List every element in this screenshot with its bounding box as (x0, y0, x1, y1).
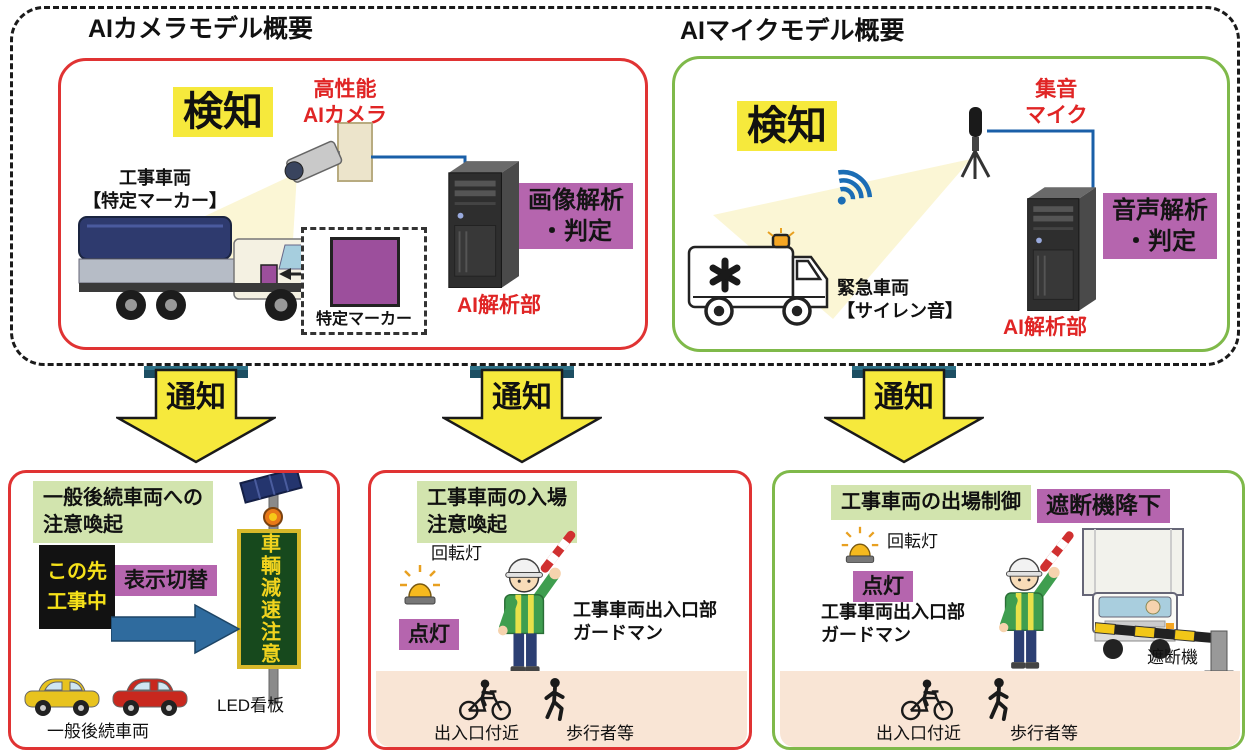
exit-pedestrian-strip: 出入口付近 歩行者等 (780, 671, 1240, 747)
detection-dashed-container (10, 6, 1240, 366)
switch-arrow-icon (111, 603, 241, 655)
exit-lit-badge: 点灯 (853, 571, 913, 603)
camera-panel-illustration (78, 122, 519, 321)
marker-dashed-box: 特定マーカー (301, 227, 427, 335)
notify-label: 通知 (874, 381, 934, 414)
sound-mic-label: 集音 マイク (1025, 78, 1088, 128)
exit-pedestrians-label: 歩行者等 (1010, 724, 1078, 743)
notify-label: 通知 (492, 381, 552, 414)
image-server-icon (447, 161, 519, 288)
mic-ai-unit-label: AI解析部 (1003, 316, 1087, 339)
camera-detect-highlight: 検知 (173, 87, 273, 137)
marker-pointer-arrow (279, 268, 301, 280)
ambulance-icon (687, 228, 829, 326)
notify-arrow-1: 通知 (116, 366, 276, 465)
display-switch-badge: 表示切替 (115, 565, 217, 597)
entry-panel-title: 工事車両の入場 注意喚起 (417, 481, 577, 543)
emergency-vehicle-label: 緊急車両 【サイレン音】 (837, 278, 963, 321)
mic-panel-illustration (687, 107, 1096, 326)
following-cars-icon (24, 678, 188, 716)
entry-area-label: 出入口付近 (434, 724, 519, 743)
entry-guard-label: 工事車両出入口部 ガードマン (573, 600, 717, 643)
beacon-icon (839, 525, 881, 567)
pedestrian-icon (538, 677, 572, 721)
bicycle-icon (898, 679, 956, 721)
audio-server-icon (1026, 187, 1096, 311)
notify-arrow-icon (442, 366, 602, 464)
exit-area-label: 出入口付近 (876, 724, 961, 743)
exit-panel-title: 工事車両の出場制御 (831, 485, 1031, 520)
entry-lit-badge: 点灯 (399, 619, 459, 651)
exit-guard-label: 工事車両出入口部 ガードマン (821, 602, 965, 645)
rear-warning-panel: 一般後続車両への 注意喚起 車輌減速注意 この先 工事中 表示切替 (8, 470, 340, 750)
guard-icon (469, 527, 585, 677)
exit-control-panel: 工事車両の出場制御 遮断機降下 回転灯 点灯 工事車両出入口部 ガードマン (772, 470, 1245, 750)
entry-beacon-label: 回転灯 (431, 544, 482, 563)
following-cars-caption: 一般後続車両 (47, 722, 149, 741)
notify-arrow-3: 通知 (824, 366, 984, 465)
ai-camera-icon (284, 122, 373, 183)
construction-vehicle-label: 工事車両 【特定マーカー】 (83, 168, 227, 211)
beacon-icon (397, 563, 443, 609)
camera-label: 高性能 AIカメラ (303, 78, 387, 128)
camera-ai-unit-label: AI解析部 (457, 294, 541, 317)
microphone-icon (960, 107, 991, 179)
audio-analysis-badge: 音声解析 ・判定 (1103, 193, 1217, 260)
mic-server-connector-line (987, 129, 1095, 189)
barrier-label: 遮断機 (1147, 648, 1198, 667)
barrier-down-badge: 遮断機降下 (1037, 489, 1170, 523)
bicycle-icon (456, 679, 514, 721)
exit-truck-icon (1082, 528, 1184, 659)
led-board-caption: LED看板 (217, 696, 285, 715)
mic-model-panel: 検知 集音 マイク 緊急車両 【サイレン音】 音声解析 ・判定 AI解析部 (672, 56, 1230, 352)
notify-label: 通知 (166, 381, 226, 414)
entry-pedestrian-strip: 出入口付近 歩行者等 (376, 671, 747, 747)
barrier-gate-icon (1095, 622, 1234, 680)
sound-waves-icon (837, 169, 873, 205)
ai-mic-section-title: AIマイクモデル概要 (680, 17, 905, 45)
entry-warning-panel: 工事車両の入場 注意喚起 回転灯 点灯 工事車両出入口部 ガードマン 出入口付近… (368, 470, 752, 750)
notify-arrow-icon (116, 366, 276, 464)
image-analysis-badge: 画像解析 ・判定 (519, 183, 633, 250)
construction-truck-icon (78, 216, 315, 321)
rear-panel-title: 一般後続車両への 注意喚起 (33, 481, 213, 543)
led-board: 車輌減速注意 (237, 529, 301, 669)
camera-model-panel: 検知 高性能 AIカメラ 工事車両 【特定マーカー】 特定マーカー 画像解析 ・… (58, 58, 648, 350)
roadwork-sign: この先 工事中 (39, 545, 115, 629)
mic-detect-highlight: 検知 (737, 101, 837, 151)
notify-arrow-2: 通知 (442, 366, 602, 465)
mic-beam (713, 159, 971, 319)
pedestrian-icon (982, 677, 1016, 721)
entry-pedestrians-label: 歩行者等 (566, 724, 634, 743)
marker-square (330, 237, 400, 307)
marker-label: 特定マーカー (315, 311, 412, 328)
ai-camera-section-title: AIカメラモデル概要 (88, 15, 314, 43)
exit-beacon-label: 回転灯 (887, 532, 938, 551)
notify-arrow-icon (824, 366, 984, 464)
